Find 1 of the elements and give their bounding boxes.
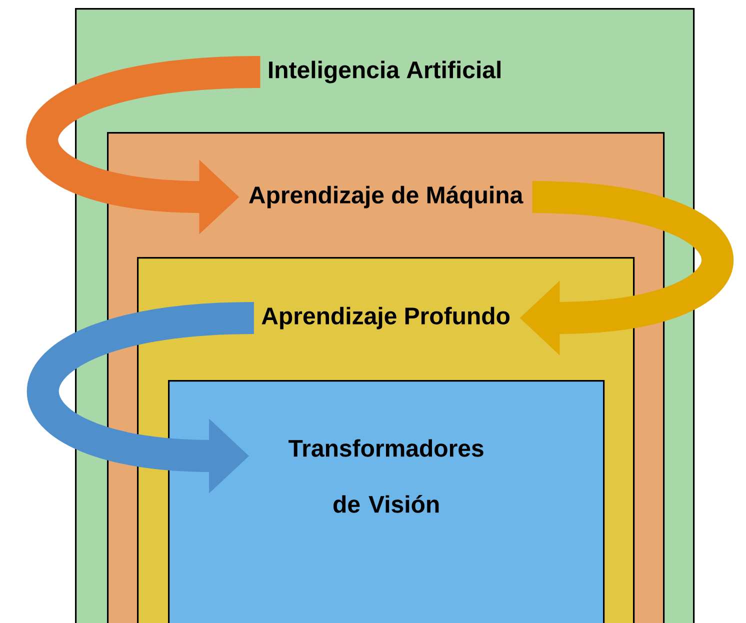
nested-box: Transformadores de Visión <box>168 380 605 623</box>
